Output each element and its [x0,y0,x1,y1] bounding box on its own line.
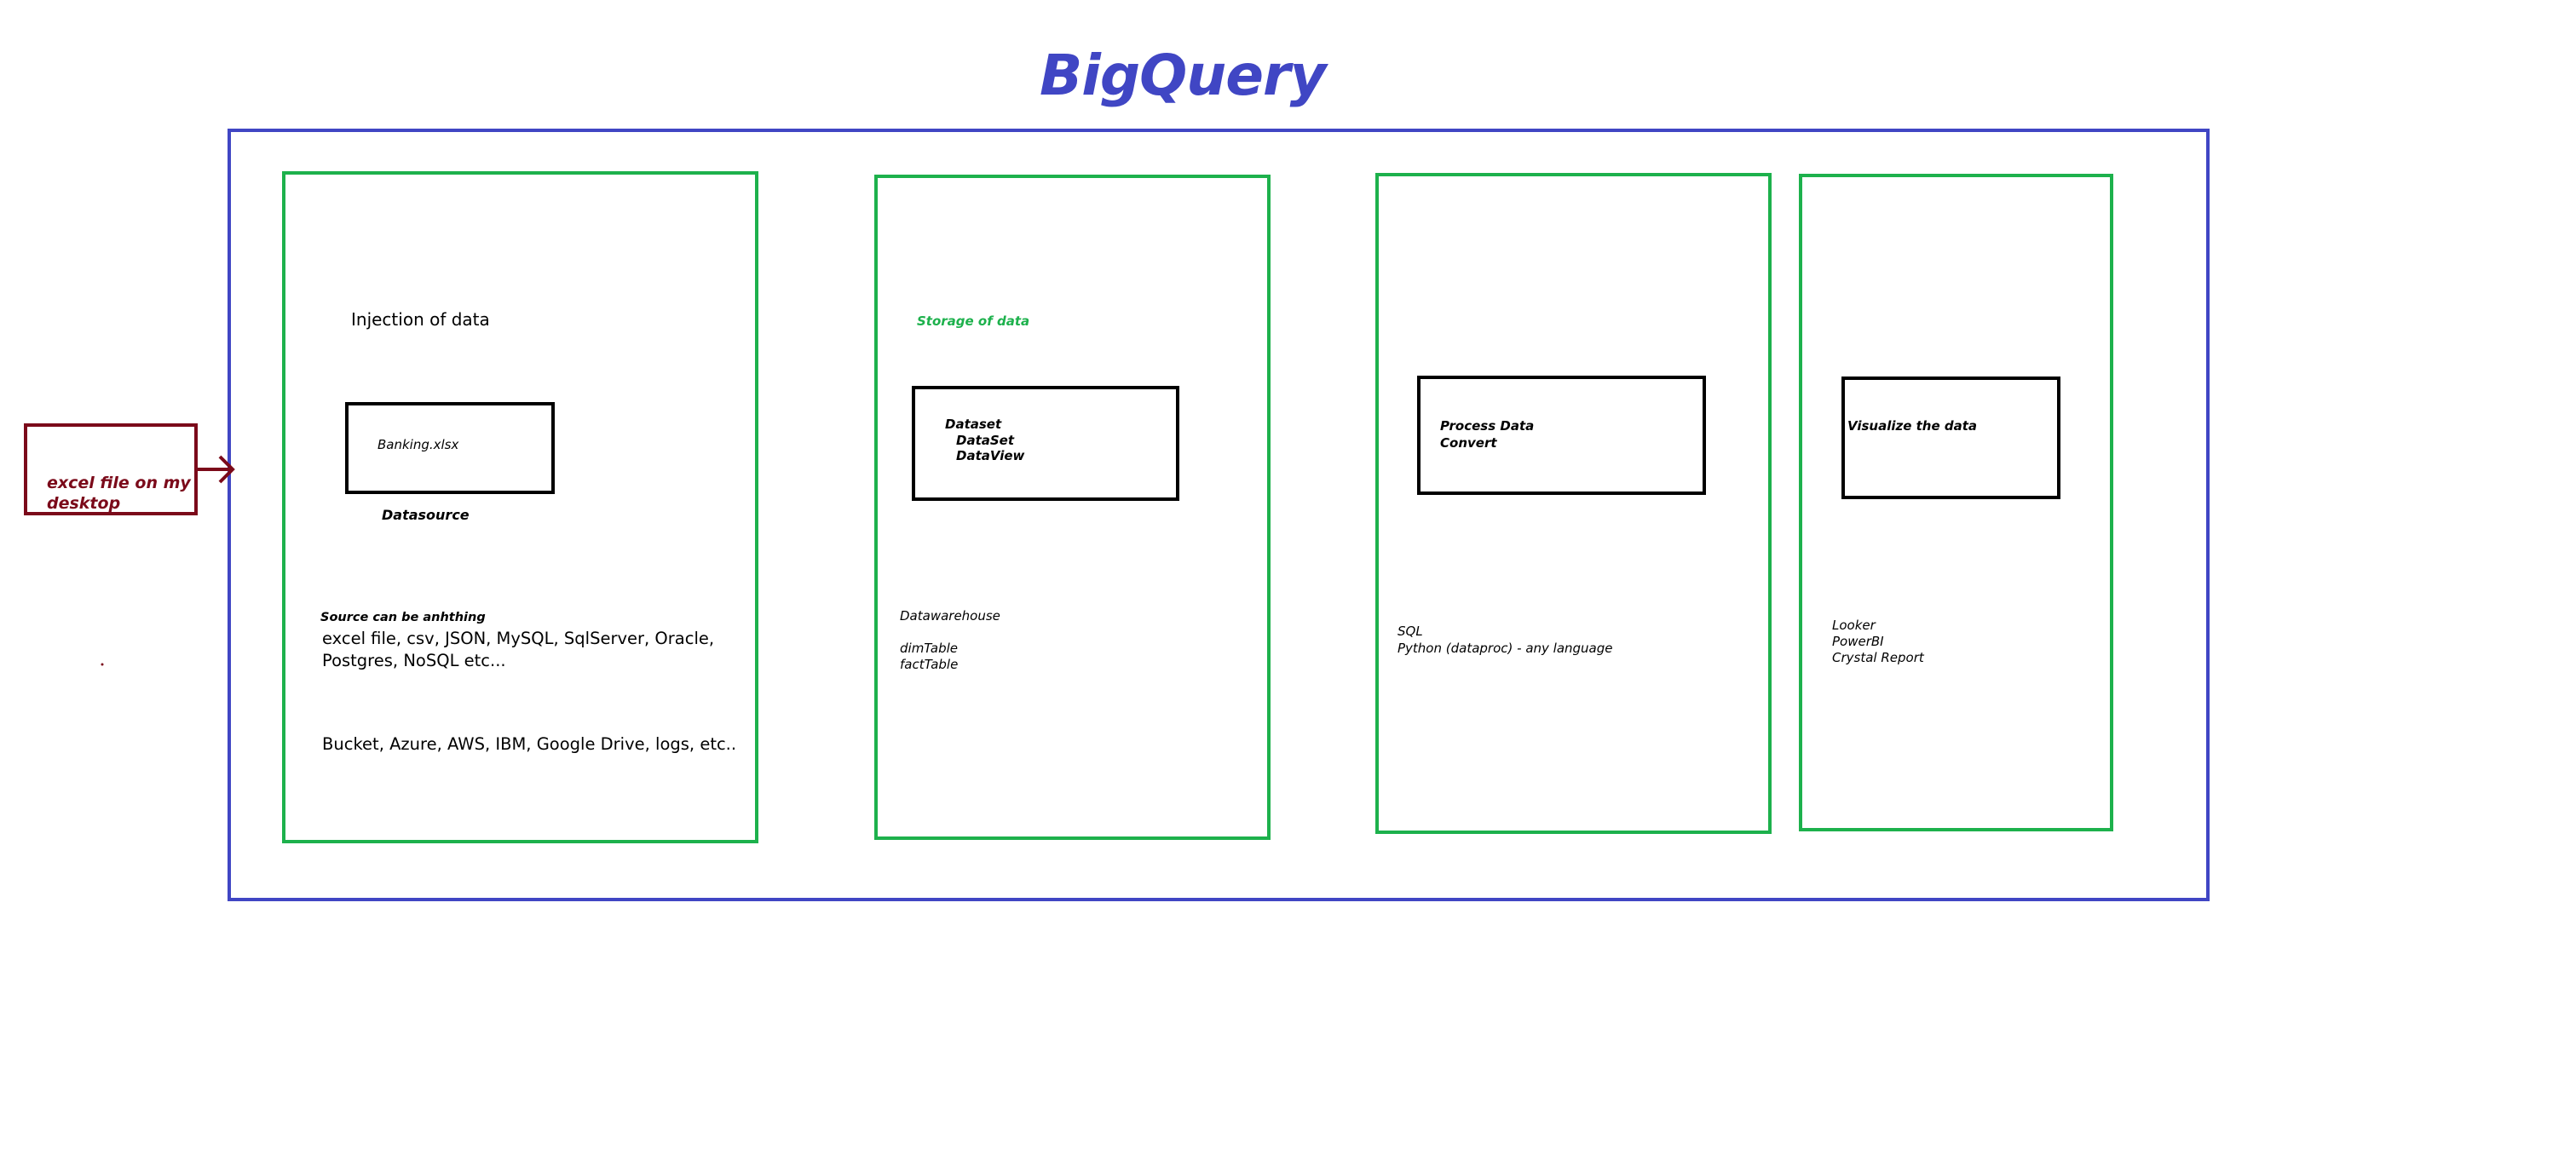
visualization-tool: PowerBI [1832,634,1884,649]
storage-note: dimTable [900,641,958,656]
source-heading: Source can be anhthing [320,611,486,624]
ingestion-heading: Injection of data [351,309,490,330]
processing-note: SQL [1397,624,1423,639]
dataset-sub-label: DataSet [956,433,1015,448]
banking-file-label: Banking.xlsx [377,437,459,452]
processing-note: Python (dataproc) - any language [1397,641,1613,656]
source-list-line: Postgres, NoSQL etc... [322,651,506,670]
visualization-tool: Looker [1832,618,1876,633]
ingestion-stage-frame [282,171,758,843]
datasource-caption: Datasource [382,507,470,523]
visualize-data-box [1841,377,2060,499]
storage-heading: Storage of data [917,313,1030,329]
process-data-box [1417,376,1706,495]
visualization-stage-frame [1799,174,2113,831]
storage-note: Datawarehouse [900,608,1000,624]
dataset-box [912,386,1179,501]
dataset-label: Dataset [945,417,1002,432]
storage-stage-frame [874,175,1271,840]
visualize-data-label: Visualize the data [1847,418,1978,434]
arrow-right-icon [196,455,235,484]
cloud-source-line: Bucket, Azure, AWS, IBM, Google Drive, l… [322,734,737,754]
stray-dot [101,663,104,666]
visualization-tool: Crystal Report [1832,650,1924,665]
dataview-sub-label: DataView [956,448,1025,463]
storage-note: factTable [900,657,959,672]
process-data-label: Process Data [1440,418,1535,434]
bigquery-frame [228,129,2210,901]
source-list-line: excel file, csv, JSON, MySQL, SqlServer,… [322,629,715,648]
convert-label: Convert [1440,435,1497,451]
excel-file-label: excel file on my desktop [47,474,191,513]
page-title: BigQuery [1040,43,1327,108]
processing-stage-frame [1375,173,1772,834]
datasource-box [345,402,555,494]
